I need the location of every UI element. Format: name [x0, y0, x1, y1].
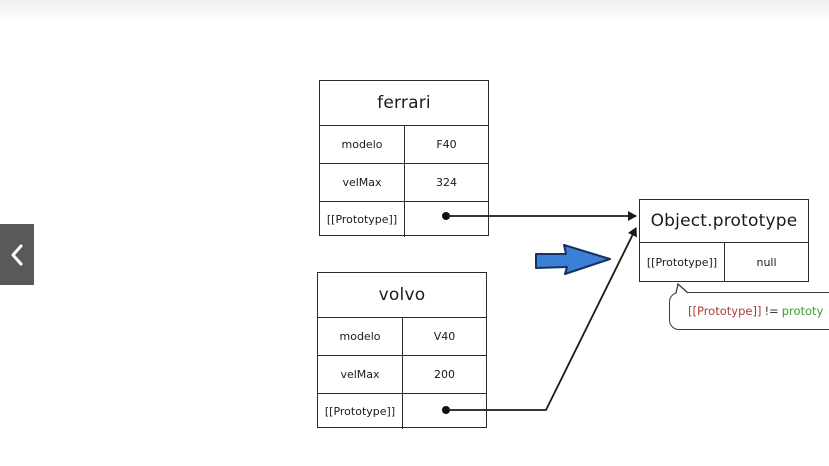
property-value: F40: [436, 138, 457, 151]
callout-bubble: [[Prototype]] != prototy: [669, 292, 829, 330]
object-title: volvo: [318, 273, 486, 318]
property-key: modelo: [318, 318, 403, 355]
property-key: [[Prototype]]: [640, 243, 725, 281]
prototype-row: [[Prototype]]: [318, 394, 486, 429]
property-row: modelo F40: [320, 126, 488, 164]
object-title: ferrari: [320, 81, 488, 126]
callout-operator: !=: [764, 304, 779, 318]
property-row: modelo V40: [318, 318, 486, 356]
prototype-row: [[Prototype]] null: [640, 243, 808, 281]
chevron-left-icon: [11, 244, 23, 265]
top-shade: [0, 0, 829, 22]
property-key: [[Prototype]]: [320, 202, 405, 237]
callout-prototype-word: prototy: [781, 304, 824, 318]
callout-prototype-text: [[Prototype]]: [688, 304, 762, 318]
property-key: velMax: [320, 164, 405, 201]
property-value: 200: [434, 368, 455, 381]
prototype-pointer-cell: [403, 394, 486, 429]
prototype-row: [[Prototype]]: [320, 202, 488, 237]
object-ferrari: ferrari modelo F40 velMax 324 [[Prototyp…: [319, 80, 489, 237]
previous-slide-button[interactable]: [0, 224, 34, 285]
property-key: modelo: [320, 126, 405, 163]
property-row: velMax 324: [320, 164, 488, 202]
prototype-pointer-cell: [405, 202, 488, 237]
object-title: Object.prototype: [640, 200, 808, 243]
property-value: V40: [433, 330, 456, 343]
block-arrow-right-icon: [535, 244, 611, 275]
property-value: null: [756, 255, 777, 269]
object-volvo: volvo modelo V40 velMax 200 [[Prototype]…: [317, 272, 487, 429]
object-prototype-box: Object.prototype [[Prototype]] null: [639, 199, 809, 282]
property-value: 324: [436, 176, 457, 189]
property-key: [[Prototype]]: [318, 394, 403, 429]
property-row: velMax 200: [318, 356, 486, 394]
property-key: velMax: [318, 356, 403, 393]
